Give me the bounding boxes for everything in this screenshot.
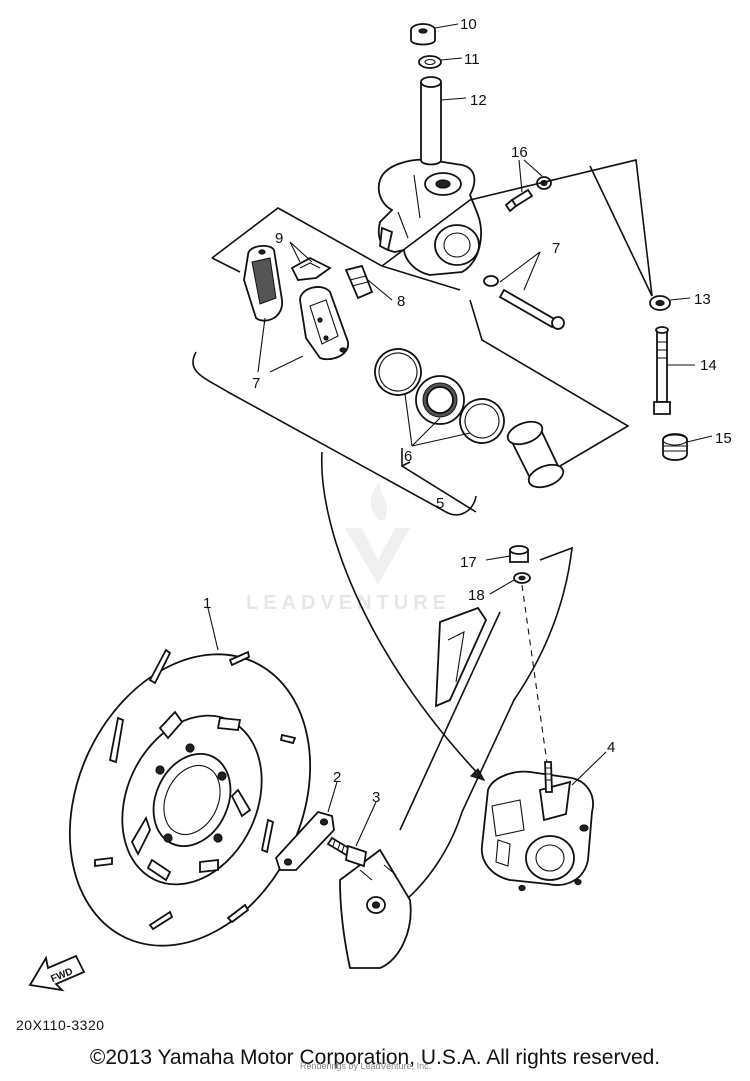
part-6-piston-seal xyxy=(374,348,422,396)
callout-10: 10 xyxy=(460,16,477,33)
part-1-brake-disc xyxy=(68,648,312,947)
part-16-bleed-screw xyxy=(504,176,552,213)
part-2-lock-plate xyxy=(274,810,335,871)
part-5-piston xyxy=(506,420,565,489)
callout-7-upper: 7 xyxy=(552,240,560,257)
copyright-notice: ©2013 Yamaha Motor Corporation, U.S.A. A… xyxy=(89,1046,661,1069)
fork-leg xyxy=(339,546,573,969)
callout-6: 6 xyxy=(404,448,412,465)
callout-17: 17 xyxy=(460,554,477,571)
parts-diagram: 10 11 12 16 9 7 8 7 13 14 15 6 5 17 18 1… xyxy=(28,16,732,992)
callout-1: 1 xyxy=(203,595,211,612)
callout-labels: 10 11 12 16 9 7 8 7 13 14 15 6 5 17 18 1… xyxy=(203,16,732,806)
brake-pad-rear xyxy=(299,286,349,361)
part-10-cap xyxy=(410,23,436,46)
callout-13: 13 xyxy=(694,291,711,308)
callout-9: 9 xyxy=(275,230,283,247)
callout-5: 5 xyxy=(436,495,444,512)
callout-18: 18 xyxy=(468,587,485,604)
renderings-credit: Renderings by LeadVenture, Inc. xyxy=(300,1061,432,1071)
callout-3: 3 xyxy=(372,789,380,806)
part-15-boot xyxy=(662,433,688,461)
part-13-washer xyxy=(649,295,671,311)
fwd-arrow: FWD xyxy=(28,954,86,992)
part-6-dust-seal xyxy=(415,375,465,425)
brake-pad-front xyxy=(243,244,283,322)
diagram-code: 20X110-3320 xyxy=(16,1017,105,1033)
part-3-bolt xyxy=(326,836,367,868)
callout-2: 2 xyxy=(333,769,341,786)
group-outlines xyxy=(192,159,653,516)
part-17-collar xyxy=(509,545,529,563)
part-14-pin-bolt xyxy=(653,326,671,415)
part-8-pad-spring xyxy=(344,264,374,300)
dashed-guide-17 xyxy=(521,584,549,771)
callout-7-lower: 7 xyxy=(252,375,260,392)
callout-11: 11 xyxy=(464,51,480,68)
part-11-washer xyxy=(418,55,442,69)
callout-16: 16 xyxy=(511,144,528,161)
part-4-caliper-assembly xyxy=(480,761,594,892)
watermark-wordmark: LEADVENTURE xyxy=(246,592,452,614)
callout-15: 15 xyxy=(715,430,732,447)
callout-12: 12 xyxy=(470,92,487,109)
part-12-sleeve xyxy=(420,76,442,166)
callout-4: 4 xyxy=(607,739,615,756)
part-18-washer xyxy=(513,572,531,584)
part-6-seal-ring xyxy=(459,398,505,444)
part-9-pad-shim xyxy=(290,256,332,281)
part-7-pin xyxy=(483,275,565,330)
leader-lines xyxy=(207,23,713,847)
callout-14: 14 xyxy=(700,357,717,374)
callout-8: 8 xyxy=(397,293,405,310)
caliper-bracket xyxy=(377,158,482,276)
watermark-logo xyxy=(345,482,410,585)
